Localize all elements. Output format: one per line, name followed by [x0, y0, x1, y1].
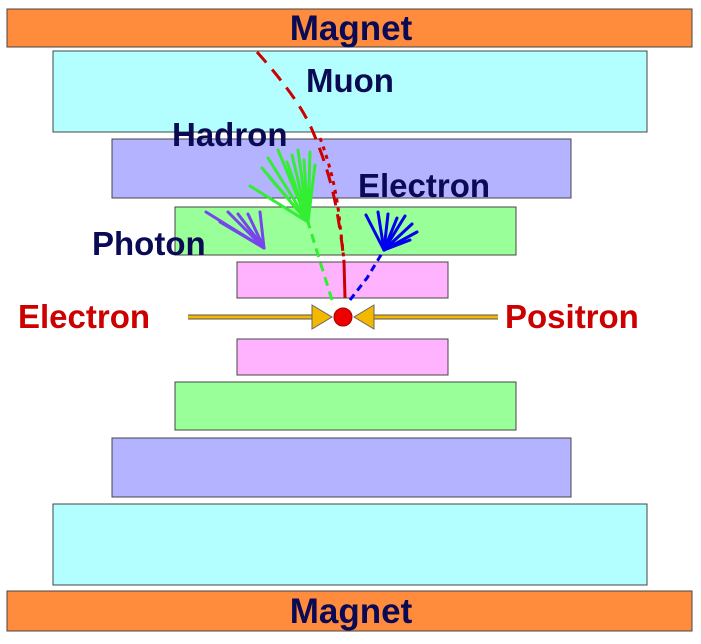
positron-beam-label: Positron [505, 298, 639, 335]
hadron-shower [248, 148, 317, 224]
electron-track-label: Electron [358, 167, 490, 204]
muon-chamber-top [52, 50, 648, 133]
hadron-track [306, 221, 334, 301]
photon-label: Photon [92, 225, 206, 262]
electron-beam-label: Electron [18, 298, 150, 335]
muon-track-dashed [255, 50, 346, 263]
muon-chamber-bottom [52, 503, 648, 586]
muon-track-solid [342, 261, 347, 299]
muon-track-dotted [318, 137, 346, 263]
hadron-label: Hadron [172, 116, 288, 153]
magnet-top [6, 8, 693, 48]
magnet-top-label: Magnet [290, 9, 413, 48]
em-calorimeter-top [174, 206, 517, 256]
electron-shower [364, 210, 419, 252]
electron-beam-arrowhead [311, 304, 333, 330]
muon-label: Muon [306, 62, 394, 99]
positron-beam-arrowhead [353, 304, 375, 330]
magnet-bottom [6, 590, 693, 632]
hadron-calorimeter-bottom [111, 437, 572, 498]
em-calorimeter-bottom [174, 381, 517, 431]
hadron-calorimeter-top [111, 138, 572, 199]
tracker-bottom [236, 338, 449, 376]
collision-point [333, 307, 353, 327]
photon-shower [204, 210, 266, 250]
electron-track [348, 249, 386, 301]
tracker-top [236, 261, 449, 299]
magnet-bottom-label: Magnet [290, 592, 413, 631]
